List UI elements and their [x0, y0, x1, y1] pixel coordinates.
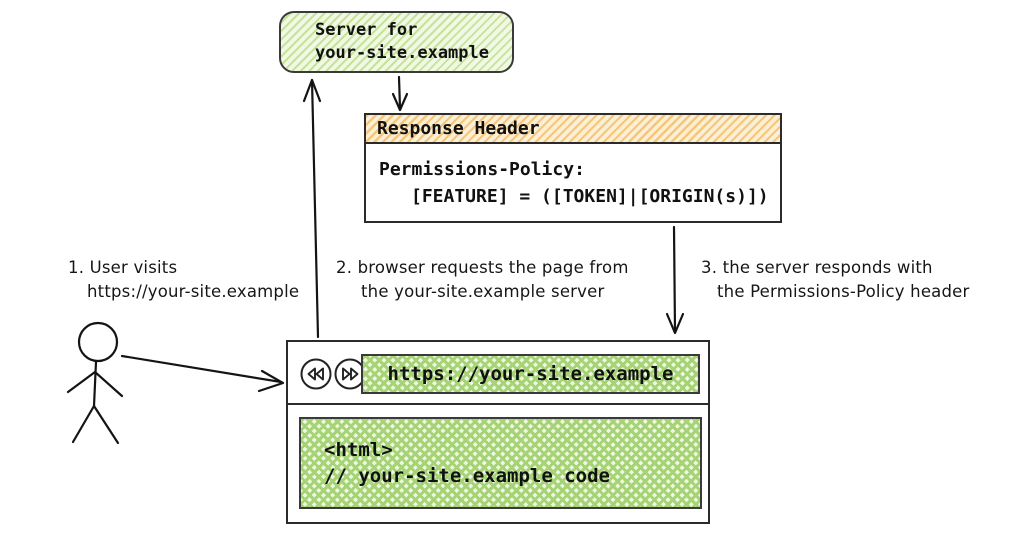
rewind-icon — [300, 358, 332, 390]
step-label-1: 1. User visits https://your-site.example — [68, 256, 299, 304]
code-line-2: // your-site.example code — [324, 465, 610, 487]
code-line-1: <html> — [324, 439, 393, 461]
arrow-response-header-to-browser — [665, 225, 685, 335]
server-box-label-line1: Server for — [315, 20, 418, 40]
step-3-line1: 3. the server responds with — [701, 258, 933, 277]
response-header-title-bar: Response Header — [366, 115, 780, 144]
step-2-line1: 2. browser requests the page from — [336, 258, 629, 277]
browser-toolbar: https://your-site.example — [288, 342, 708, 405]
response-header-box: Response Header Permissions-Policy: [FEA… — [364, 113, 782, 223]
step-1-line1: 1. User visits — [68, 258, 178, 277]
step-label-2: 2. browser requests the page from the yo… — [336, 256, 629, 304]
step-1-line2: https://your-site.example — [87, 282, 300, 301]
url-bar: https://your-site.example — [361, 354, 700, 394]
arrow-browser-to-server — [302, 78, 322, 339]
response-header-title: Response Header — [377, 118, 540, 139]
policy-line-1: Permissions-Policy: — [379, 159, 585, 180]
user-stick-figure — [66, 321, 124, 445]
browser-window: https://your-site.example <html> // your… — [286, 340, 710, 524]
server-box-label-line2: your-site.example — [315, 43, 489, 63]
step-2-line2: the your-site.example server — [361, 282, 605, 301]
step-label-3: 3. the server responds with the Permissi… — [701, 256, 970, 304]
response-header-body: Permissions-Policy: [FEATURE] = ([TOKEN]… — [366, 144, 780, 210]
arrow-server-to-response-header — [391, 75, 409, 112]
step-3-line2: the Permissions-Policy header — [717, 282, 970, 301]
back-button — [299, 357, 333, 391]
server-box: Server for your-site.example — [279, 11, 514, 73]
url-text: https://your-site.example — [387, 363, 674, 385]
page-code-box: <html> // your-site.example code — [299, 417, 702, 509]
arrow-user-to-browser — [120, 354, 285, 393]
policy-line-2: [FEATURE] = ([TOKEN]|[ORIGIN(s)]) — [411, 186, 769, 207]
